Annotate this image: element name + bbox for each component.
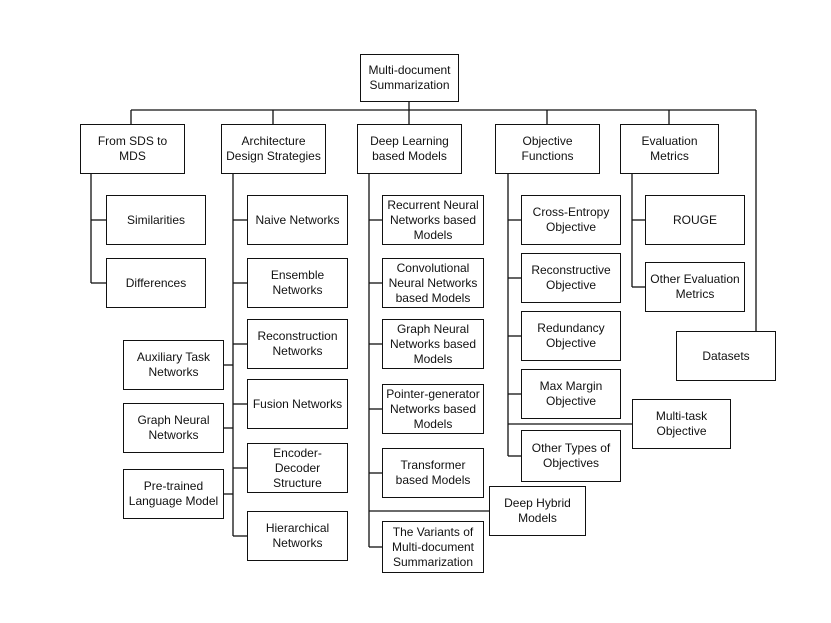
dl-child-node: Transformer based Models	[382, 448, 484, 498]
branch-eval-node: Evaluation Metrics	[620, 124, 719, 174]
dl-child-node: Convolutional Neural Networks based Mode…	[382, 258, 484, 308]
arch-child-node: Hierarchical Networks	[247, 511, 348, 561]
obj-child-node: Redundancy Objective	[521, 311, 621, 361]
root-node: Multi-document Summarization	[360, 54, 459, 102]
dl-child-node: Graph Neural Networks based Models	[382, 319, 484, 369]
obj-child-node: Cross-Entropy Objective	[521, 195, 621, 245]
arch-child-node: Fusion Networks	[247, 379, 348, 429]
eval-child-node: ROUGE	[645, 195, 745, 245]
arch-child-node: Ensemble Networks	[247, 258, 348, 308]
datasets-node: Datasets	[676, 331, 776, 381]
arch-child-node: Reconstruction Networks	[247, 319, 348, 369]
arch-child-node: Encoder-Decoder Structure	[247, 443, 348, 493]
dl-child-node: The Variants of Multi-document Summariza…	[382, 521, 484, 573]
dl-child-node: Recurrent Neural Networks based Models	[382, 195, 484, 245]
branch-arch-node: Architecture Design Strategies	[221, 124, 326, 174]
obj-child-node: Reconstructive Objective	[521, 253, 621, 303]
dl-child-node: Pointer-generator Networks based Models	[382, 384, 484, 434]
branch-dl-node: Deep Learning based Models	[357, 124, 462, 174]
branch-sds-node: From SDS to MDS	[80, 124, 185, 174]
sds-child-node: Similarities	[106, 195, 206, 245]
arch-side-child-node: Pre-trained Language Model	[123, 469, 224, 519]
sds-child-node: Differences	[106, 258, 206, 308]
obj-child-node: Multi-task Objective	[632, 399, 731, 449]
obj-child-node: Other Types of Objectives	[521, 430, 621, 482]
obj-child-node: Max Margin Objective	[521, 369, 621, 419]
branch-obj-node: Objective Functions	[495, 124, 600, 174]
arch-child-node: Naive Networks	[247, 195, 348, 245]
arch-side-child-node: Graph Neural Networks	[123, 403, 224, 453]
eval-child-node: Other Evaluation Metrics	[645, 262, 745, 312]
arch-side-child-node: Auxiliary Task Networks	[123, 340, 224, 390]
connector-lines	[90, 102, 776, 548]
dl-child-node: Deep Hybrid Models	[489, 486, 586, 536]
